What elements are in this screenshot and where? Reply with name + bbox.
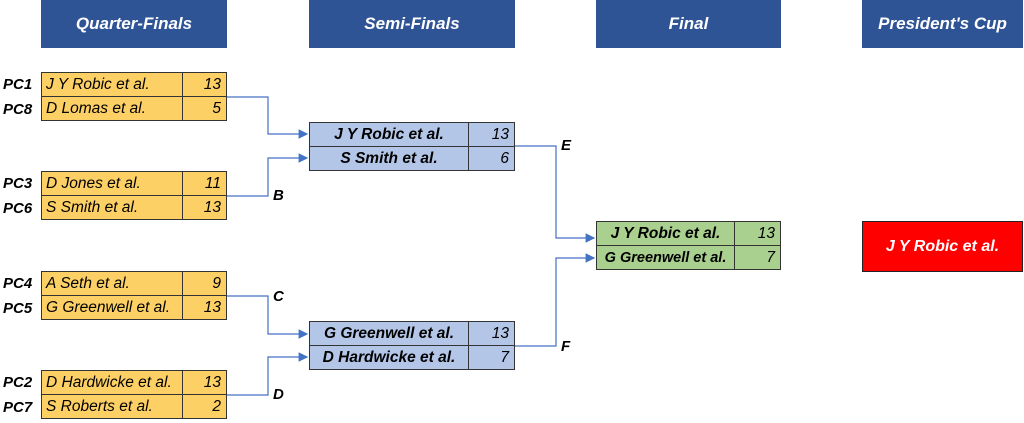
connector-pc1-pc8 (227, 96, 309, 139)
header-quarter-finals: Quarter-Finals (41, 0, 227, 48)
team-name: G Greenwell et al. (597, 246, 735, 269)
connector-b (227, 153, 309, 197)
seed-label: PC7 (3, 399, 33, 416)
team-name: J Y Robic et al. (597, 222, 735, 245)
team-name: S Smith et al. (310, 147, 469, 170)
team-score: 2 (212, 397, 221, 415)
seed-label: PC2 (3, 374, 33, 391)
qf-team-row: S Roberts et al. 2 (41, 394, 227, 419)
seed-label: PC5 (3, 300, 33, 317)
header-presidents-cup: President's Cup (862, 0, 1023, 48)
qf-team-row: D Lomas et al. 5 (41, 96, 227, 121)
match-label-e: E (561, 137, 572, 154)
match-label-b: B (273, 187, 284, 204)
seed-label: PC1 (3, 76, 33, 93)
final-team-row: G Greenwell et al. 7 (596, 245, 781, 270)
team-name: D Hardwicke et al. (310, 346, 469, 369)
seed-label: PC3 (3, 175, 33, 192)
qf-team-row: A Seth et al. 9 (41, 271, 227, 296)
sf-team-row: S Smith et al. 6 (309, 146, 515, 171)
team-name: S Smith et al. (42, 196, 183, 219)
seed-label: PC4 (3, 275, 33, 292)
team-name: G Greenwell et al. (310, 322, 469, 345)
team-name: J Y Robic et al. (310, 123, 469, 146)
connector-e (515, 145, 596, 243)
team-name: D Lomas et al. (42, 97, 183, 120)
team-score: 11 (204, 174, 221, 192)
qf-team-row: S Smith et al. 13 (41, 195, 227, 220)
match-label-f: F (561, 338, 571, 355)
seed-label: PC6 (3, 200, 33, 217)
sf-team-row: G Greenwell et al. 13 (309, 321, 515, 346)
team-name: J Y Robic et al. (42, 73, 183, 96)
team-score: 6 (500, 149, 509, 167)
sf-team-row: D Hardwicke et al. 7 (309, 345, 515, 370)
qf-team-row: J Y Robic et al. 13 (41, 72, 227, 97)
team-score: 13 (203, 198, 221, 216)
header-final: Final (596, 0, 781, 48)
team-score: 13 (491, 125, 509, 143)
match-label-c: C (273, 288, 284, 305)
connector-d (227, 352, 309, 396)
match-label-d: D (273, 386, 284, 403)
team-score: 13 (491, 324, 509, 342)
team-score: 7 (766, 248, 775, 266)
header-semi-finals: Semi-Finals (309, 0, 515, 48)
team-score: 13 (203, 75, 221, 93)
connector-c (227, 295, 309, 339)
team-score: 7 (500, 348, 509, 366)
connector-f (515, 253, 596, 347)
team-name: D Hardwicke et al. (42, 371, 183, 394)
seed-label: PC8 (3, 101, 33, 118)
qf-team-row: D Hardwicke et al. 13 (41, 370, 227, 395)
presidents-cup-winner: J Y Robic et al. (862, 221, 1023, 272)
team-score: 9 (212, 274, 221, 292)
team-name: S Roberts et al. (42, 395, 183, 418)
team-name: D Jones et al. (42, 172, 183, 195)
team-score: 13 (757, 224, 775, 242)
team-score: 5 (212, 99, 221, 117)
qf-team-row: G Greenwell et al. 13 (41, 295, 227, 320)
team-score: 13 (203, 373, 221, 391)
team-name: A Seth et al. (42, 272, 183, 295)
team-name: G Greenwell et al. (42, 296, 183, 319)
final-team-row: J Y Robic et al. 13 (596, 221, 781, 246)
sf-team-row: J Y Robic et al. 13 (309, 122, 515, 147)
qf-team-row: D Jones et al. 11 (41, 171, 227, 196)
team-score: 13 (203, 298, 221, 316)
